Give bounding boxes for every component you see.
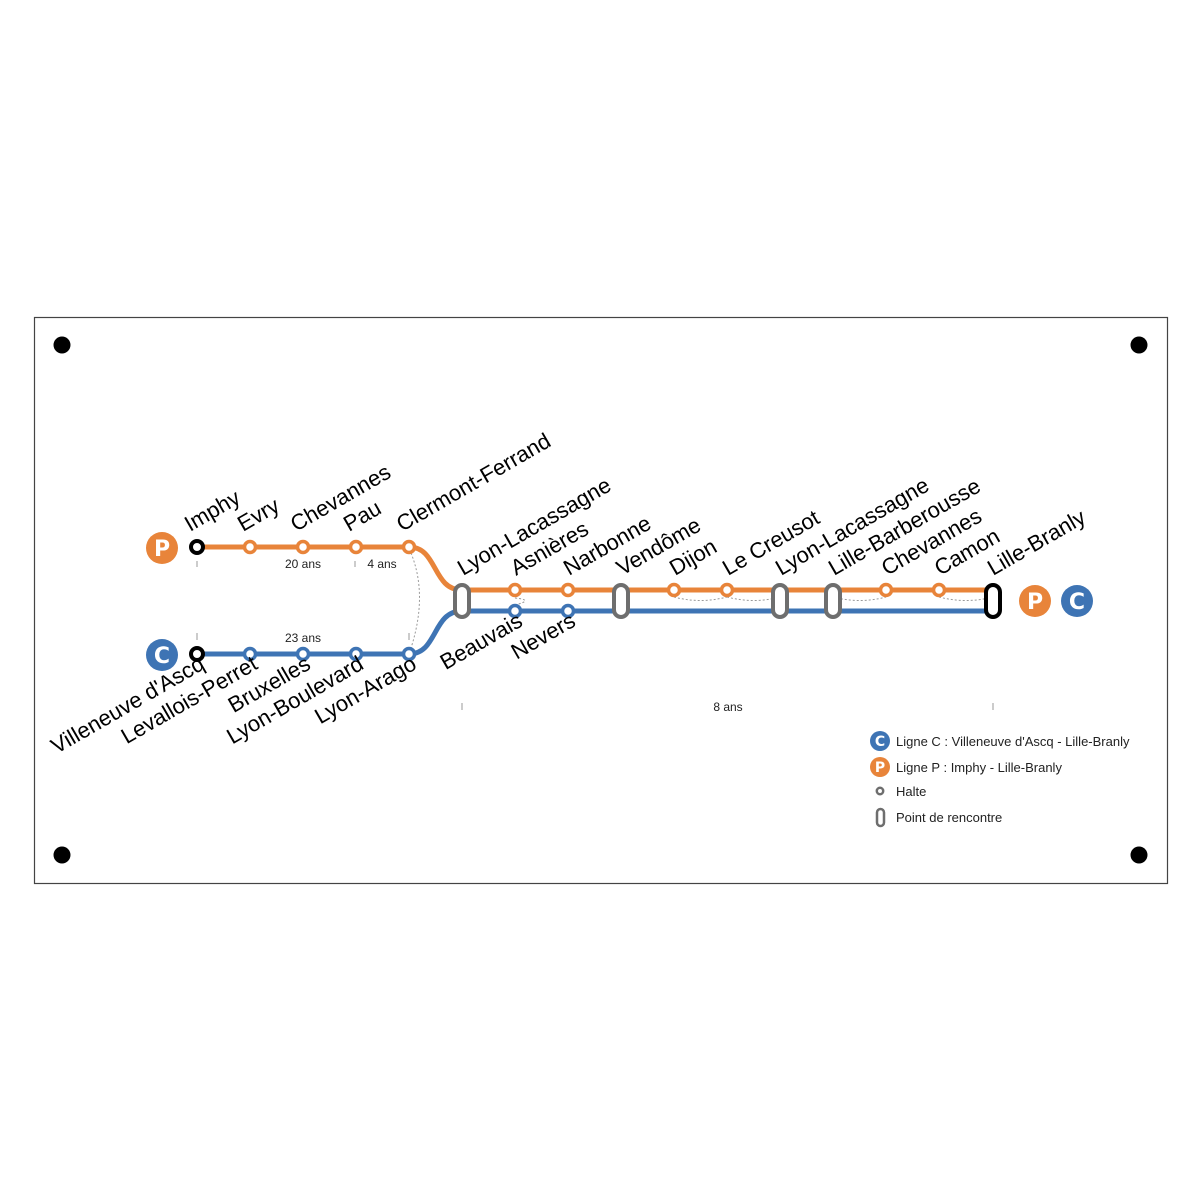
legend-label-halte: Halte [896, 784, 926, 799]
panel-frame [33, 316, 1169, 885]
duration-label: 4 ans [367, 557, 396, 571]
halte-icon [560, 603, 576, 619]
badge-c-letter: C [1069, 590, 1085, 615]
halte-icon [507, 582, 523, 598]
badge-p-icon: P [1019, 585, 1051, 617]
halte-icon [295, 646, 311, 662]
meeting-points [453, 583, 1002, 619]
halte-icon [242, 539, 258, 555]
trunk-top-stops [507, 582, 947, 598]
legend-item-line-p: P Ligne P : Imphy - Lille-Branly [870, 757, 1062, 777]
trunk-bottom-stops [507, 603, 576, 619]
duration-label: 8 ans [713, 700, 742, 714]
badge-c-icon: C [146, 639, 178, 671]
badge-c-letter: C [875, 734, 885, 750]
halte-icon [401, 539, 417, 555]
legend: C Ligne C : Villeneuve d'Ascq - Lille-Br… [870, 731, 1130, 828]
halte-icon [875, 786, 885, 796]
meeting-point-icon [824, 583, 842, 619]
meeting-point-icon [875, 807, 886, 828]
terminus-icon [189, 539, 205, 555]
badge-c-letter: C [154, 644, 170, 669]
mount-hole-icon [53, 846, 71, 864]
badge-p-icon: P [146, 532, 178, 564]
line-p-stops [189, 539, 417, 555]
halte-icon [560, 582, 576, 598]
line-c-stops [189, 646, 417, 662]
mount-hole-icon [53, 336, 71, 354]
halte-icon [507, 603, 523, 619]
halte-icon [931, 582, 947, 598]
badge-c-icon: C [1061, 585, 1093, 617]
halte-icon [878, 582, 894, 598]
meeting-point-icon [771, 583, 789, 619]
mount-hole-icon [1130, 846, 1148, 864]
terminus-meeting-icon [984, 583, 1002, 619]
badge-p-icon [870, 757, 890, 777]
legend-label-meeting: Point de rencontre [896, 810, 1002, 825]
badge-p-letter: P [875, 760, 885, 776]
halte-icon [719, 582, 735, 598]
legend-item-line-c: C Ligne C : Villeneuve d'Ascq - Lille-Br… [870, 731, 1130, 751]
halte-icon [295, 539, 311, 555]
duration-label: 20 ans [285, 557, 321, 571]
legend-label-line-c: Ligne C : Villeneuve d'Ascq - Lille-Bran… [896, 734, 1130, 749]
legend-label-line-p: Ligne P : Imphy - Lille-Branly [896, 760, 1062, 775]
badge-p-letter: P [1027, 590, 1043, 615]
legend-item-meeting-point: Point de rencontre [875, 807, 1002, 828]
duration-label: 23 ans [285, 631, 321, 645]
halte-icon [242, 646, 258, 662]
badge-p-letter: P [154, 537, 170, 562]
badge-c-icon [870, 731, 890, 751]
halte-icon [401, 646, 417, 662]
halte-icon [348, 646, 364, 662]
mount-hole-icon [1130, 336, 1148, 354]
meeting-point-icon [453, 583, 471, 619]
halte-icon [666, 582, 682, 598]
terminus-icon [189, 646, 205, 662]
halte-icon [348, 539, 364, 555]
meeting-point-icon [612, 583, 630, 619]
legend-item-halte: Halte [875, 784, 926, 799]
